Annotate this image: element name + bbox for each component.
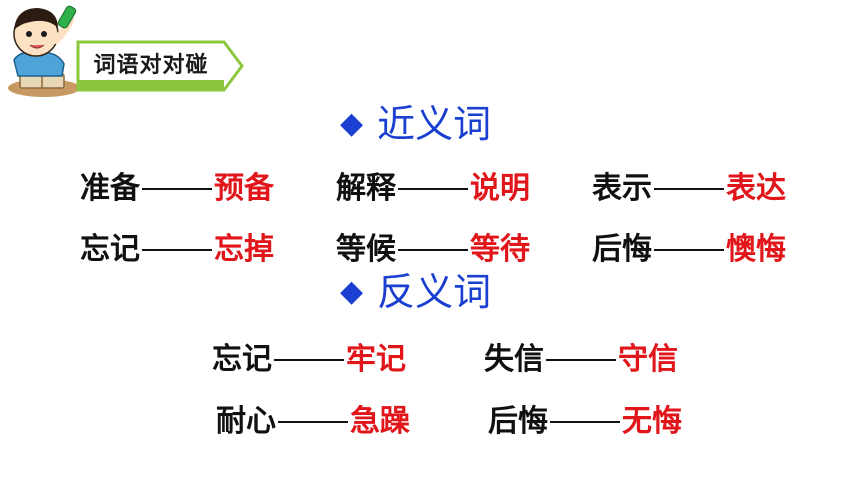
pair-word: 后悔	[488, 404, 548, 439]
pair-dash	[398, 188, 468, 190]
pair-answer: 无悔	[622, 404, 682, 439]
pair-answer: 牢记	[346, 342, 406, 377]
pair-word: 忘记	[80, 232, 140, 267]
pair-dash	[654, 188, 724, 190]
pair-word: 表示	[592, 171, 652, 206]
pair-word: 等候	[336, 232, 396, 267]
synonym-pair: 准备 预备	[80, 171, 274, 207]
section-tag: 词语对对碰	[76, 40, 244, 92]
section-tag-label: 词语对对碰	[93, 53, 209, 78]
pair-dash	[550, 421, 620, 423]
pair-word: 耐心	[216, 404, 276, 439]
diamond-bullet-icon: ◆	[340, 106, 364, 141]
pair-dash	[398, 249, 468, 251]
pair-answer: 预备	[214, 171, 274, 206]
diamond-bullet-icon: ◆	[340, 274, 364, 309]
pair-dash	[278, 421, 348, 423]
synonym-pair: 解释 说明	[336, 171, 530, 207]
pair-word: 后悔	[592, 232, 652, 267]
pair-answer: 说明	[470, 171, 530, 206]
antonym-pair: 耐心 急躁	[216, 404, 410, 440]
synonym-pair: 表示 表达	[592, 171, 786, 207]
boy-mascot-illustration	[0, 0, 92, 102]
tag-arrow-shape	[76, 40, 244, 92]
pair-word: 忘记	[212, 342, 272, 377]
pair-answer: 忘掉	[214, 232, 274, 267]
pair-answer: 等待	[470, 232, 530, 267]
antonym-pair: 后悔 无悔	[488, 404, 682, 440]
pair-answer: 表达	[726, 171, 786, 206]
antonym-pair: 失信 守信	[484, 342, 678, 378]
pair-dash	[546, 359, 616, 361]
synonyms-heading-text: 近义词	[377, 102, 492, 146]
pair-dash	[274, 359, 344, 361]
antonym-pair: 忘记 牢记	[212, 342, 406, 378]
synonym-pair: 等候 等待	[336, 232, 530, 268]
pair-dash	[654, 249, 724, 251]
antonyms-heading-text: 反义词	[377, 270, 492, 314]
pair-word: 准备	[80, 171, 140, 206]
antonyms-heading: ◆ 反义词	[340, 272, 491, 312]
pair-dash	[142, 249, 212, 251]
synonym-pair: 忘记 忘掉	[80, 232, 274, 268]
synonyms-heading: ◆ 近义词	[340, 104, 491, 144]
pair-word: 解释	[336, 171, 396, 206]
pair-answer: 懊悔	[726, 232, 786, 267]
pair-word: 失信	[484, 342, 544, 377]
pair-answer: 守信	[618, 342, 678, 377]
pair-dash	[142, 188, 212, 190]
synonym-pair: 后悔 懊悔	[592, 232, 786, 268]
pair-answer: 急躁	[350, 404, 410, 439]
